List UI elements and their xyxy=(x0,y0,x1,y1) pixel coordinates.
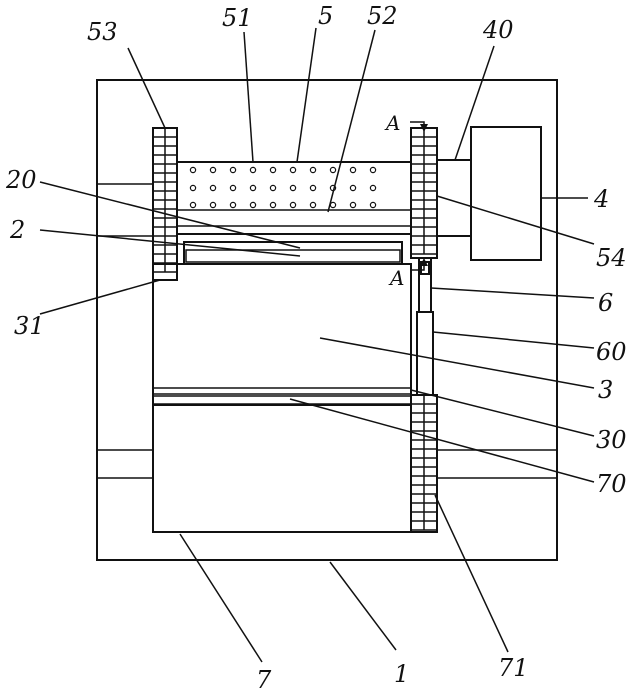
outer-frame xyxy=(97,80,557,560)
label-2: 2 xyxy=(9,216,25,244)
roller-hole xyxy=(250,202,255,207)
label-section-a-top: A xyxy=(384,111,400,135)
roller-holes xyxy=(190,167,375,207)
filter-plate xyxy=(184,242,402,264)
roller-hole xyxy=(350,202,355,207)
roller-hole xyxy=(350,167,355,172)
label-51: 51 xyxy=(222,4,253,32)
roller-hole xyxy=(210,167,215,172)
roller-hole xyxy=(370,185,375,190)
label-30: 30 xyxy=(596,426,627,454)
roller-hole xyxy=(210,202,215,207)
roller-hole xyxy=(270,202,275,207)
motor-box xyxy=(471,127,541,260)
label-section-a-bottom: A xyxy=(388,266,404,290)
roller-hole xyxy=(230,202,235,207)
main-box xyxy=(153,264,411,532)
label-60: 60 xyxy=(596,338,627,366)
roller-hole xyxy=(230,185,235,190)
label-54: 54 xyxy=(596,244,627,272)
roller-hole xyxy=(250,167,255,172)
roller-hole xyxy=(250,185,255,190)
roller-hole xyxy=(190,202,195,207)
roller-hole xyxy=(210,185,215,190)
right-lower-rack-teeth xyxy=(411,395,437,530)
lower-screen xyxy=(153,388,411,394)
right-upper-rack-teeth xyxy=(411,128,437,254)
label-4: 4 xyxy=(593,185,609,213)
roller-hole xyxy=(230,167,235,172)
label-20: 20 xyxy=(5,166,37,194)
roller-hole xyxy=(350,185,355,190)
roller-hole xyxy=(370,167,375,172)
roller-hole xyxy=(270,185,275,190)
roller-hole xyxy=(370,202,375,207)
label-71: 71 xyxy=(498,654,529,682)
roller-hole xyxy=(270,167,275,172)
label-6: 6 xyxy=(598,289,613,317)
label-52: 52 xyxy=(367,2,398,30)
label-5: 5 xyxy=(318,2,333,30)
label-3: 3 xyxy=(598,376,613,404)
roller-hole xyxy=(310,185,315,190)
roller-hole xyxy=(290,185,295,190)
frame-rails xyxy=(97,184,557,478)
rod-sleeve xyxy=(417,312,433,395)
roller-hole xyxy=(330,202,335,207)
label-40: 40 xyxy=(482,16,514,44)
roller-band xyxy=(177,210,411,226)
roller-hole xyxy=(310,167,315,172)
roller-hole xyxy=(190,167,195,172)
roller-hole xyxy=(310,202,315,207)
left-rack-teeth xyxy=(153,128,177,272)
lower-band xyxy=(153,396,411,404)
leader-lines xyxy=(40,28,594,662)
roller-hole xyxy=(290,202,295,207)
roller-hole xyxy=(190,185,195,190)
roller-hole xyxy=(330,167,335,172)
label-70: 70 xyxy=(596,470,627,498)
label-7: 7 xyxy=(256,666,272,692)
label-31: 31 xyxy=(14,312,45,340)
label-1: 1 xyxy=(394,660,409,688)
roller-hole xyxy=(290,167,295,172)
label-53: 53 xyxy=(87,18,118,46)
